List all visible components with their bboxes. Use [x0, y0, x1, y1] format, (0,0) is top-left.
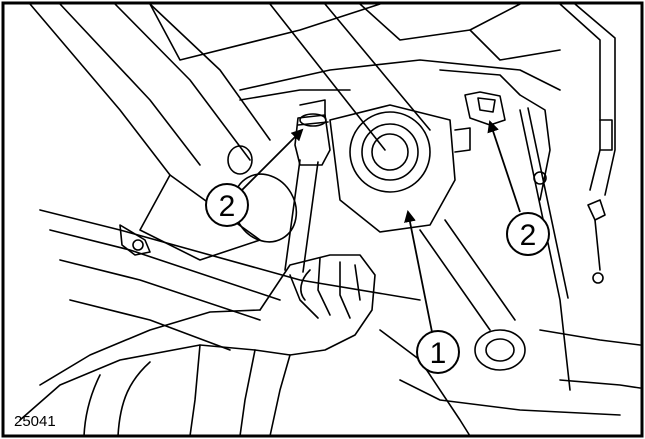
tube-left-outer — [29, 3, 171, 176]
leader-line-2-right — [487, 120, 521, 213]
clip-right — [464, 91, 506, 126]
callout-label: 2 — [219, 190, 236, 223]
figure-code: 25041 — [14, 413, 56, 430]
leader-line-2-left — [239, 128, 304, 193]
callout-label: 1 — [430, 337, 447, 370]
lower-bushing — [474, 329, 526, 371]
mechanism-drawing — [19, 3, 641, 437]
bearing-block — [329, 104, 456, 233]
bushing-outer — [349, 111, 431, 193]
cable-right — [519, 109, 571, 391]
callout-1: 1 — [416, 330, 460, 374]
control-rod-upper — [269, 3, 386, 151]
control-rod-lower — [419, 229, 491, 331]
callout-label: 2 — [520, 219, 537, 252]
sleeve-upper — [19, 344, 256, 421]
leader-line-1 — [404, 210, 433, 333]
hand-outline — [254, 254, 376, 356]
upper-panel — [149, 3, 381, 61]
tool-shaft — [284, 159, 301, 271]
callout-2-left: 2 — [205, 183, 249, 227]
callout-2-right: 2 — [506, 212, 550, 256]
